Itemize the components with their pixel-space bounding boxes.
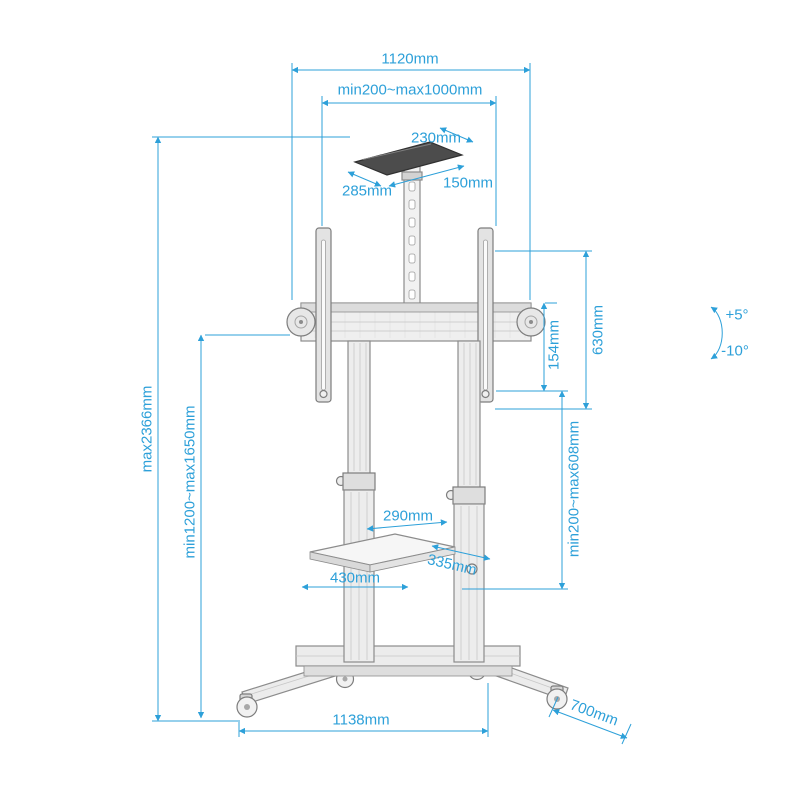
dim-label-max-height: max2366mm xyxy=(138,385,156,473)
dim-label-tilt-down: -10° xyxy=(721,342,749,360)
stand-structure xyxy=(236,141,569,718)
dim-label-tilt-up: +5° xyxy=(725,306,749,324)
tilt-arc-arrow xyxy=(710,306,723,360)
dim-label-shelf-top-width: 290mm xyxy=(382,507,434,525)
dim-label-column-height-range: min1200~max1650mm xyxy=(181,405,199,559)
column-left xyxy=(335,340,376,663)
top-plate xyxy=(353,141,464,176)
column-right xyxy=(445,340,486,663)
dim-label-shelf-width: 430mm xyxy=(329,569,381,587)
base-crossmember xyxy=(295,645,521,677)
dim-label-shelf-height-range: min200~max608mm xyxy=(565,420,583,558)
vesa-bracket-left xyxy=(315,227,332,403)
dim-label-total-top-width: 1120mm xyxy=(381,50,439,68)
dim-label-plate-side: 150mm xyxy=(442,174,494,192)
dim-label-plate-width: 285mm xyxy=(341,182,393,200)
dim-label-bracket-height: 630mm xyxy=(589,304,607,356)
caster-front-left xyxy=(236,693,258,718)
plate-collar xyxy=(401,171,423,181)
dim-label-mount-width-range: min200~max1000mm xyxy=(337,81,483,99)
vesa-bracket-right xyxy=(477,227,494,403)
center-pole xyxy=(403,163,421,307)
dimension-lines xyxy=(152,63,723,745)
dim-label-base-width: 1138mm xyxy=(332,711,390,729)
dim-label-crossbar-height: 154mm xyxy=(545,319,563,371)
shelf-knob xyxy=(466,563,478,575)
dim-label-plate-depth: 230mm xyxy=(410,129,462,147)
